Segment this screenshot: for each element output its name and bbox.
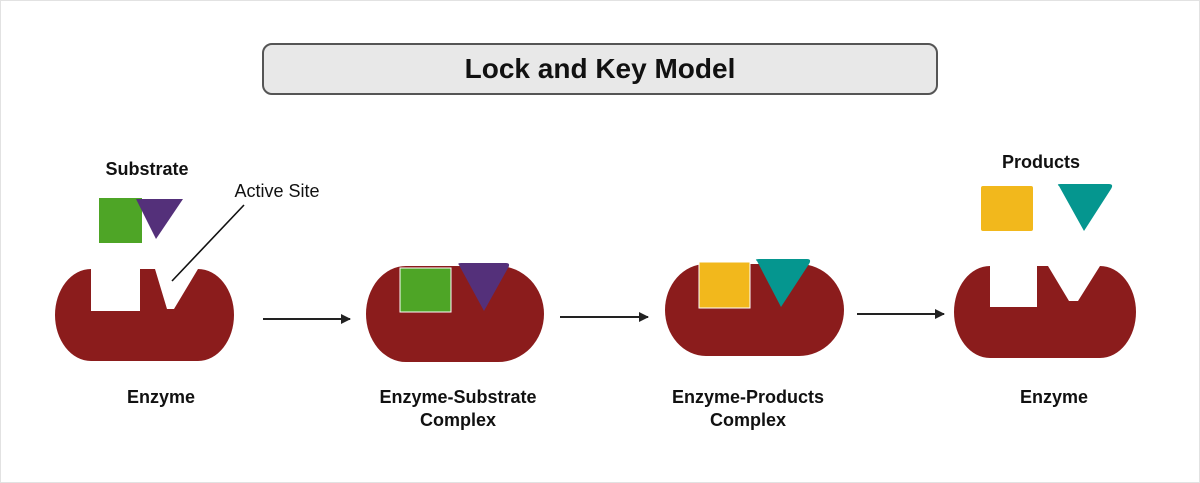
enzyme-products-label-line-1: Enzyme-Products (671, 387, 825, 407)
enzyme-2-shape (366, 266, 544, 362)
products-label: Products (1001, 152, 1080, 172)
substrate-label: Substrate (105, 159, 189, 179)
product-triangle (1057, 184, 1113, 231)
complex-product-square (698, 261, 751, 309)
title-box: Lock and Key Model (262, 43, 938, 95)
enzyme-4-shape (954, 266, 1136, 358)
enzyme-substrate-label-line-1: Enzyme-Substrate (379, 387, 537, 407)
enzyme-label-2: Enzyme (1019, 387, 1089, 407)
complex-product-triangle (755, 259, 811, 307)
active-site-label: Active Site (234, 181, 320, 201)
page-title: Lock and Key Model (464, 53, 736, 84)
substrate-triangle (136, 199, 183, 239)
complex-substrate-triangle (458, 263, 510, 311)
product-square (981, 186, 1033, 231)
enzyme-3-shape (665, 264, 844, 356)
active-site-pointer (171, 204, 245, 282)
complex-substrate-square (399, 267, 452, 313)
enzyme-substrate-label-line-2: Complex (419, 410, 497, 430)
enzyme-1-shape (55, 269, 234, 361)
enzyme-label-1: Enzyme (126, 387, 196, 407)
enzyme-products-label-line-2: Complex (709, 410, 787, 430)
substrate-square (99, 198, 142, 243)
